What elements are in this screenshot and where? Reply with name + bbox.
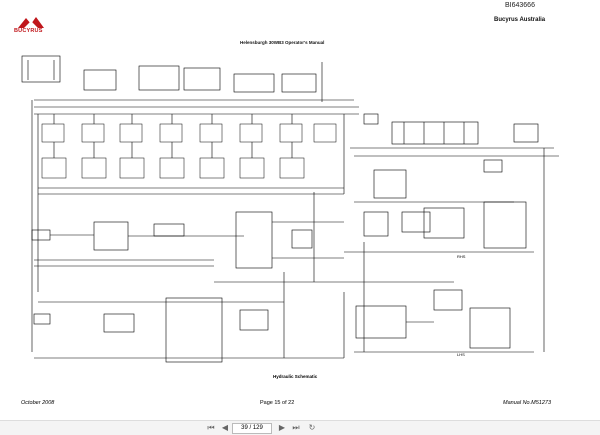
next-page-icon[interactable]: ▶ — [278, 423, 286, 432]
lhs-label: LHS — [457, 352, 465, 357]
first-page-icon[interactable]: ⏮ — [207, 423, 215, 432]
footer-manual-number: Manual No.M51273 — [503, 400, 552, 406]
previous-page-icon[interactable]: ◀ — [221, 423, 229, 432]
manual-title: Helensburgh 30WB3 Operator's Manual — [240, 40, 325, 45]
viewer-toolbar: ⏮ ◀ 39 / 129 ▶ ⏭ ↻ — [0, 420, 600, 435]
rhs-label: RHS — [457, 254, 466, 259]
diagram-title: Hydraulic Schematic — [273, 374, 318, 379]
document-id: BI643666 — [505, 2, 535, 9]
page-indicator[interactable]: 39 / 129 — [232, 423, 272, 434]
footer-date: October 2008 — [21, 400, 55, 406]
navigate-icon[interactable]: ↻ — [308, 423, 316, 432]
logo-text: BUCYRUS — [14, 28, 43, 34]
hydraulic-schematic — [21, 55, 559, 363]
last-page-icon[interactable]: ⏭ — [292, 423, 300, 432]
bucyrus-logo-icon — [18, 17, 44, 28]
company-name: Bucyrus Australia — [494, 17, 546, 23]
footer-page-number: Page 15 of 22 — [260, 400, 295, 406]
